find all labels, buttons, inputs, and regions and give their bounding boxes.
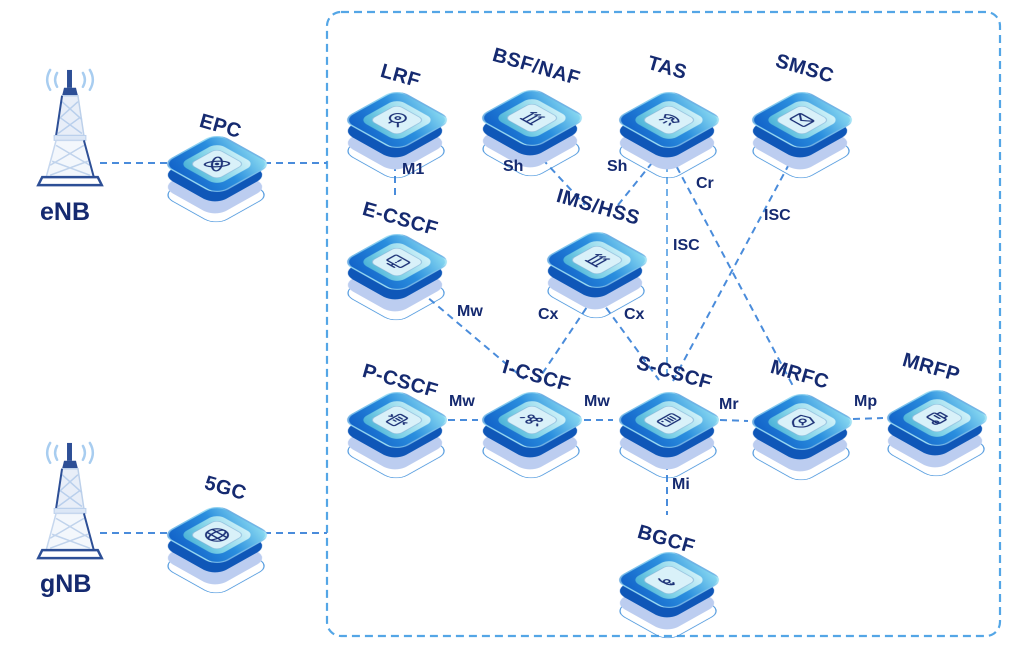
node-bsf-naf (475, 66, 589, 180)
interface-label-isc-tas: ISC (673, 237, 700, 254)
interface-label-isc-smsc: ISC (764, 207, 791, 224)
proxy-document-icon (385, 413, 409, 427)
connection-smsc-scscf (672, 152, 796, 382)
interface-label-cr: Cr (696, 175, 714, 192)
node-tas (612, 68, 726, 182)
connection-ecscf-icscf (419, 290, 525, 380)
tower-label-gnb: gNB (40, 570, 92, 598)
node-e-cscf (340, 210, 454, 324)
node-mrfp (880, 366, 994, 480)
connection-imshss-scscf (598, 297, 660, 381)
gnb-tower (18, 435, 122, 574)
interface-label-sh-bsf: Sh (503, 158, 524, 175)
node-mrfc (745, 370, 859, 484)
ims-boundary-box (325, 10, 1002, 638)
shield-search-icon (791, 414, 815, 428)
database-stack-icon (584, 254, 611, 268)
connection-imshss-icscf (537, 297, 594, 381)
node-top-face (160, 132, 274, 196)
atom-icon (203, 156, 231, 172)
connection-mrfc-mrfp (852, 417, 884, 420)
location-search-icon (388, 113, 407, 128)
node-s-cscf (612, 368, 726, 482)
message-icon (789, 113, 815, 127)
node-bgcf (612, 528, 726, 642)
interface-label-mw-diag: Mw (457, 303, 483, 320)
interface-label-m1: M1 (402, 161, 425, 178)
interface-label-sh-tas: Sh (607, 158, 628, 175)
enb-tower (18, 62, 122, 201)
server-icon (656, 413, 682, 427)
node-5gc (160, 483, 274, 597)
media-device-icon (926, 411, 948, 425)
cell-tower-icon (36, 68, 104, 187)
connection-tas-mrfc (670, 155, 794, 387)
node-lrf (340, 68, 454, 182)
globe-icon (204, 528, 230, 542)
interface-label-mi: Mi (672, 476, 690, 493)
node-i-cscf (475, 368, 589, 482)
node-smsc (745, 68, 859, 182)
interface-label-mp: Mp (854, 393, 878, 410)
node-p-cscf (340, 368, 454, 482)
interface-label-cx-left: Cx (538, 306, 559, 323)
phone-signal-icon (658, 114, 680, 126)
network-cluster-icon (519, 414, 544, 427)
node-epc (160, 112, 274, 226)
server-stack-icon (519, 112, 546, 126)
connection-scscf-mrfc (719, 419, 749, 422)
tower-label-enb: eNB (40, 198, 91, 226)
interface-label-mw-is: Mw (584, 393, 610, 410)
interface-label-mr: Mr (719, 396, 739, 413)
emergency-monitor-icon (386, 254, 411, 268)
cell-tower-icon (36, 441, 104, 560)
route-icon (658, 578, 675, 586)
node-ims-hss (540, 208, 654, 322)
interface-label-cx-right: Cx (624, 306, 645, 323)
interface-label-mw-pi: Mw (449, 393, 475, 410)
